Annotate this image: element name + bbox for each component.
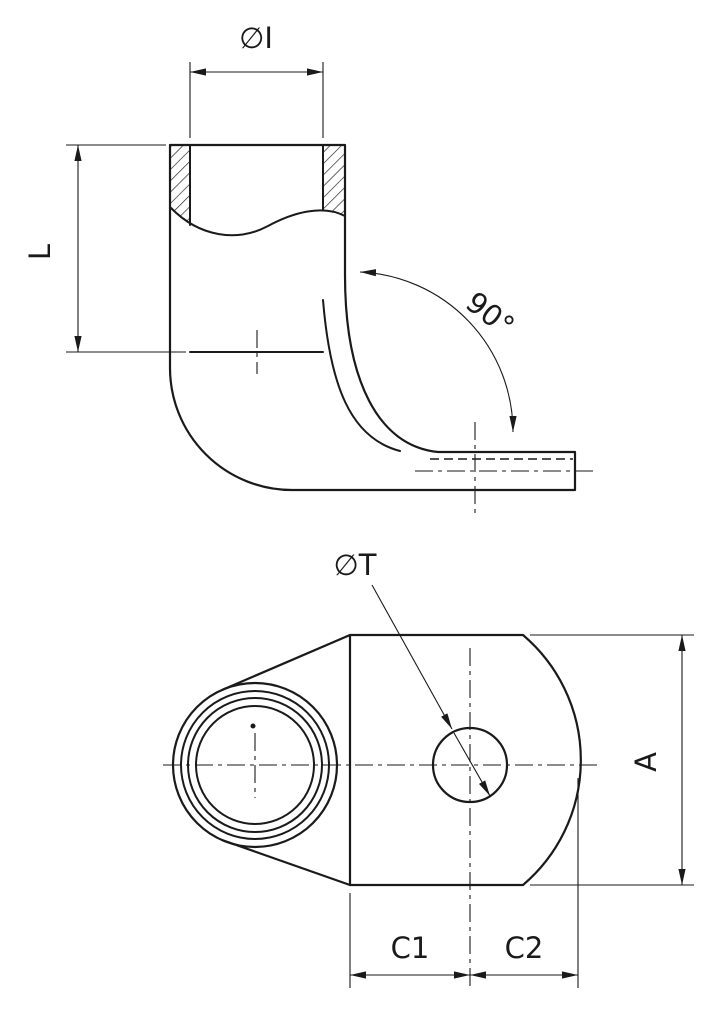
barrel-length-label: L: [23, 244, 57, 260]
dim-palm-height: A: [530, 634, 694, 886]
hatch-left-wall: [170, 145, 190, 225]
dim-barrel-length: L: [23, 144, 186, 353]
c2-label: C2: [505, 931, 544, 965]
dim-hole-diameter: ∅T: [334, 548, 491, 797]
hole-diameter-label: ∅T: [334, 548, 377, 582]
elbow-outline: [168, 143, 577, 492]
bend-angle-label: 90°: [459, 285, 520, 343]
center-dot: [250, 723, 256, 729]
transition-line-top: [220, 633, 352, 692]
break-line: [169, 206, 346, 237]
palm-outline: [348, 633, 582, 887]
inner-diameter-label: ∅I: [239, 21, 273, 55]
transition-line-bottom: [220, 838, 352, 887]
flatten-contour: [322, 299, 401, 452]
side-view: ∅I L 90°: [23, 21, 597, 518]
c1-label: C1: [391, 931, 430, 965]
hatch-right-wall: [323, 145, 345, 216]
palm-height-label: A: [629, 752, 663, 772]
dim-bend-angle: 90°: [359, 269, 521, 433]
plan-view: ∅T A C1 C2: [163, 548, 694, 988]
dim-inner-diameter: ∅I: [189, 21, 324, 138]
dim-c1-c2: C1 C2: [349, 778, 579, 988]
